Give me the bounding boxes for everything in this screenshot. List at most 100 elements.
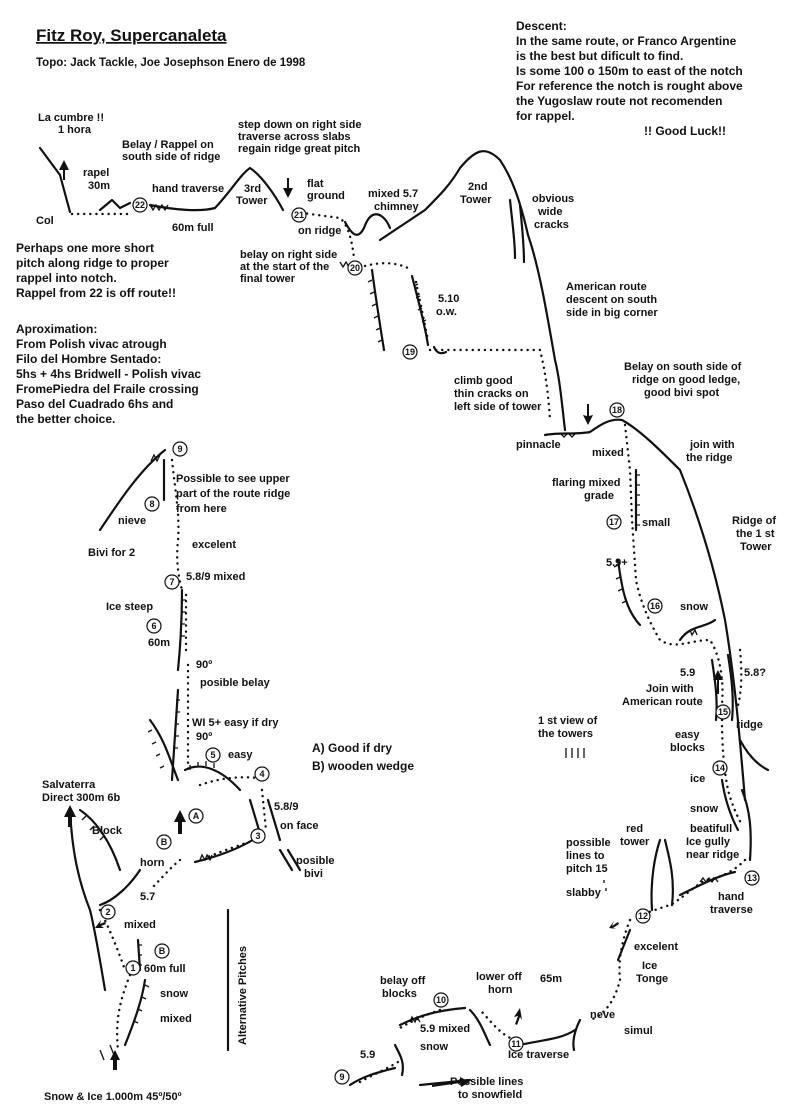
- label: good bivi spot: [644, 387, 719, 399]
- label: Bivi for 2: [88, 547, 135, 559]
- label: part of the route ridge: [176, 488, 290, 500]
- label: ground: [307, 190, 345, 202]
- note-line: rappel into notch.: [16, 271, 117, 285]
- label: the ridge: [686, 452, 732, 464]
- pitch-notes: Perhaps one more short pitch along ridge…: [16, 241, 176, 300]
- label: excelent: [192, 539, 236, 551]
- pitch-markers: 1 2 3 4 5 6 7 8 9 10 11 12 13 14 15 16 1…: [100, 197, 760, 1085]
- mark-b-circle: [156, 834, 172, 850]
- approx-line: FromePiedra del Fraile crossing: [16, 382, 199, 396]
- pitch-number: 3: [255, 831, 260, 841]
- pitch-number: 18: [612, 405, 622, 415]
- legend-b: B) wooden wedge: [312, 759, 414, 773]
- label: 90º: [196, 731, 212, 743]
- pitch-number: 16: [650, 601, 660, 611]
- label: grade: [584, 490, 614, 502]
- pitch-number: 2: [105, 907, 110, 917]
- label: to snowfield: [458, 1089, 522, 1101]
- pitch-number: 19: [405, 347, 415, 357]
- label: Salvaterra: [42, 779, 96, 791]
- pitch-number: 9: [339, 1072, 344, 1082]
- label: at the start of the: [240, 261, 329, 273]
- label: blocks: [382, 988, 417, 1000]
- arrow-up-icon: [713, 670, 723, 694]
- arrow-up-icon: [64, 805, 76, 827]
- label: red: [626, 823, 643, 835]
- label: regain ridge great pitch: [238, 143, 361, 155]
- label: snow: [680, 601, 709, 613]
- pitch-number: 9: [177, 444, 182, 454]
- label: 5.9+: [606, 557, 628, 569]
- label: traverse across slabs: [238, 131, 351, 143]
- descent-line: the Yugoslaw route not recomenden: [516, 94, 722, 108]
- pitch-number: 7: [169, 577, 174, 587]
- label: chimney: [374, 201, 420, 213]
- label: 1 hora: [58, 124, 92, 136]
- arrow-up-icon: [514, 1008, 522, 1025]
- label: 5.8?: [744, 667, 766, 679]
- label: WI 5+ easy if dry: [192, 717, 279, 729]
- note-line: Rappel from 22 is off route!!: [16, 286, 176, 300]
- arrow-up-icon: [95, 920, 106, 928]
- label: step down on right side: [238, 119, 361, 131]
- label: near ridge: [686, 849, 739, 861]
- mark-b-label: B: [159, 946, 166, 956]
- arrow-up-icon: [174, 810, 186, 834]
- approx-line: the better choice.: [16, 412, 115, 426]
- descent-line: is the best but dificult to find.: [516, 49, 683, 63]
- label: descent on south: [566, 294, 657, 306]
- label: belay off: [380, 975, 426, 987]
- label: 65m: [540, 973, 562, 985]
- topo-credit: Topo: Jack Tackle, Joe Josephson Enero d…: [36, 57, 306, 69]
- note-line: Perhaps one more short: [16, 241, 154, 255]
- label: hand: [718, 891, 744, 903]
- label: pinnacle: [516, 439, 561, 451]
- label: easy: [675, 729, 700, 741]
- label: o.w.: [436, 306, 457, 318]
- label: horn: [140, 857, 165, 869]
- approximation-notes: Aproximation: From Polish vivac atrough …: [16, 322, 201, 426]
- descent-line: Descent:: [516, 19, 567, 33]
- label: traverse: [710, 904, 753, 916]
- pitch-number: 11: [511, 1039, 521, 1049]
- label: 5.7: [140, 891, 155, 903]
- label: belay on right side: [240, 249, 337, 261]
- label: ridge: [736, 719, 763, 731]
- approx-line: Aproximation:: [16, 322, 97, 336]
- label: Ice traverse: [508, 1049, 569, 1061]
- left-route-drawing: [68, 448, 302, 1061]
- label: Tower: [740, 541, 772, 553]
- mark-b-label: B: [161, 837, 168, 847]
- label: possible: [566, 837, 611, 849]
- label: Tower: [236, 195, 268, 207]
- arrow-right-icon: [432, 1077, 470, 1087]
- mark-a-circle: [188, 808, 204, 824]
- left-labels: Possible to see upper part of the route …: [42, 473, 335, 1103]
- approx-line: Paso del Cuadrado 6hs and: [16, 397, 173, 411]
- label: posible belay: [200, 677, 271, 689]
- label: from here: [176, 503, 227, 515]
- arrow-down-icon: [283, 178, 293, 198]
- label: slabby: [566, 887, 602, 899]
- arrow-down-icon: [583, 404, 593, 425]
- label: snow: [160, 988, 189, 1000]
- approx-line: 5hs + 4hs Bridwell - Polish vivac: [16, 367, 201, 381]
- label: nieve: [118, 515, 146, 527]
- label: neve: [590, 1009, 615, 1021]
- pitch-number: 4: [259, 769, 264, 779]
- label: on face: [280, 820, 319, 832]
- label: obvious: [532, 193, 574, 205]
- label: snow: [420, 1041, 449, 1053]
- label: American route: [566, 281, 647, 293]
- label: Block: [92, 825, 123, 837]
- alternative-pitches-label: Alternative Pitches: [237, 946, 249, 1045]
- descent-line: For reference the notch is rought above: [516, 79, 743, 93]
- label: 5.9 mixed: [420, 1023, 470, 1035]
- label: 5.8/9 mixed: [186, 571, 245, 583]
- label: 60m full: [172, 222, 214, 234]
- label: 5.9: [680, 667, 695, 679]
- label: mixed 5.7: [368, 188, 418, 200]
- label: flat: [307, 178, 324, 190]
- label: join with: [689, 439, 735, 451]
